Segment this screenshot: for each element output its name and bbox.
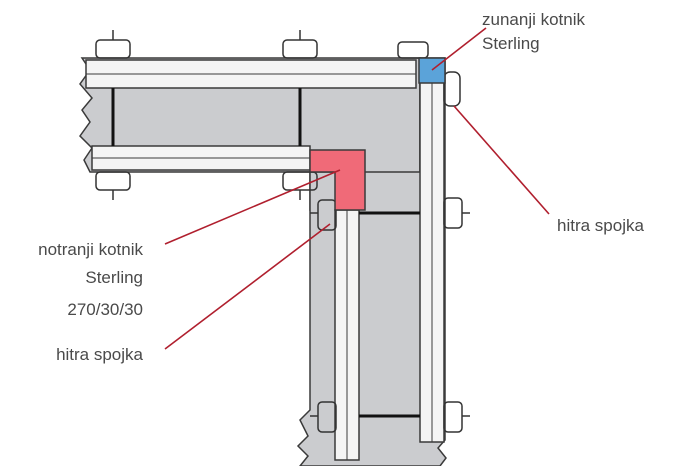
label-inner-corner-line2: Sterling bbox=[85, 268, 143, 287]
inner-corner-sterling bbox=[309, 149, 366, 211]
label-outer-corner-line2: Sterling bbox=[482, 34, 540, 53]
clamps bbox=[95, 30, 470, 433]
tie-rods bbox=[111, 88, 420, 418]
label-outer-corner-line1: zunanji kotnik bbox=[482, 10, 586, 29]
label-outer-corner: zunanji kotnik Sterling bbox=[482, 8, 585, 56]
label-inner-corner-line3: 270/30/30 bbox=[67, 300, 143, 319]
label-inner-corner: notranji kotnik Sterling 270/30/30 bbox=[8, 238, 143, 322]
label-inner-corner-line1: notranji kotnik bbox=[38, 240, 143, 259]
label-quick-clamp-left: hitra spojka bbox=[56, 345, 143, 364]
label-quick-clamp-right: hitra spojka bbox=[557, 216, 644, 235]
leader-lines bbox=[164, 27, 550, 350]
outer-corner-sterling bbox=[418, 57, 446, 84]
